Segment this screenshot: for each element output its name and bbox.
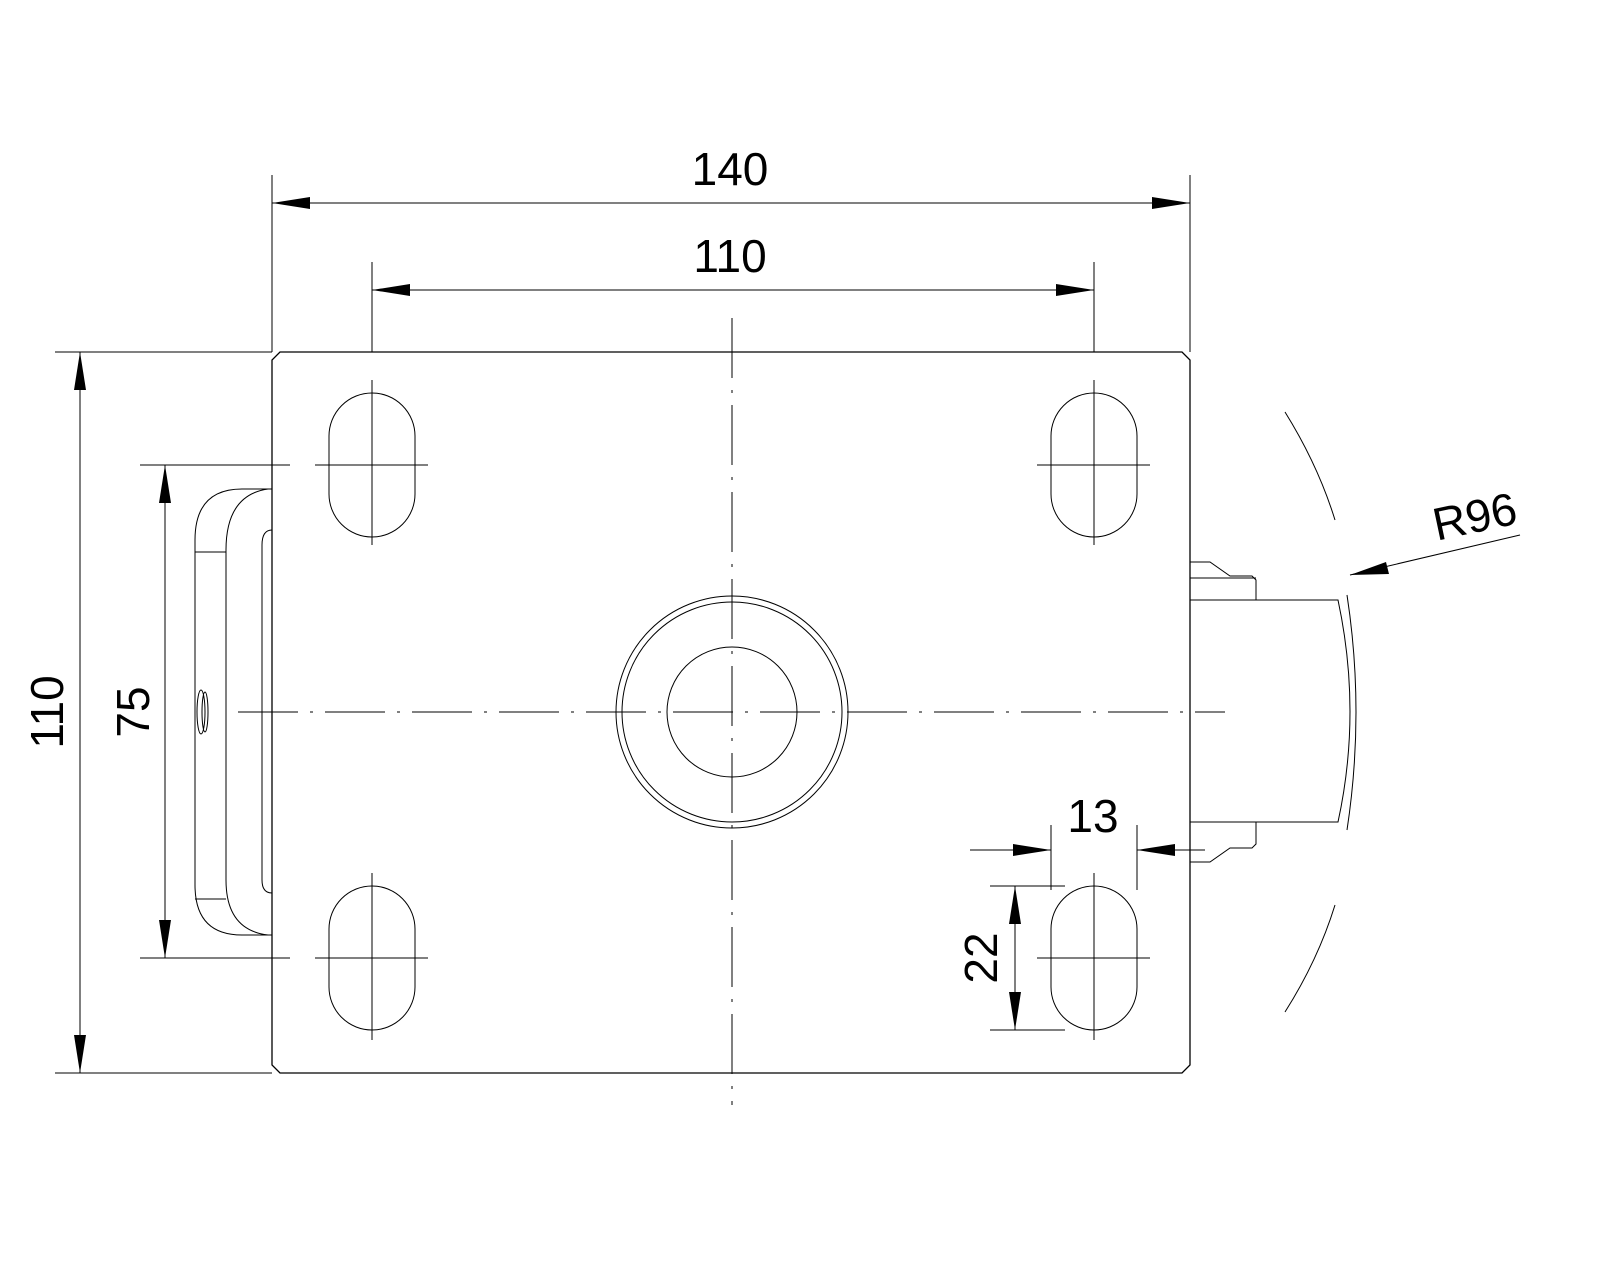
dimension-label: 22	[955, 932, 1007, 983]
mounting-slots	[315, 380, 1150, 1040]
dimension-r96: R96	[1349, 482, 1521, 576]
top-plate	[271, 351, 1191, 1074]
kingpin-bore	[615, 595, 849, 829]
dimension-110-vertical: 110	[21, 351, 272, 1074]
dimension-label: 110	[21, 675, 73, 748]
dimension-13: 13	[970, 790, 1205, 890]
dimension-140: 140	[271, 143, 1191, 352]
side-bracket	[194, 488, 273, 936]
dimension-label: 140	[692, 143, 769, 195]
dimension-label: 75	[107, 686, 159, 737]
dimension-22: 22	[955, 885, 1065, 1031]
dimension-75: 75	[107, 464, 290, 959]
dimension-label: R96	[1428, 482, 1521, 550]
dimension-label: 13	[1067, 790, 1118, 842]
wheel-assembly	[1190, 411, 1357, 1013]
dimension-110-horizontal: 110	[371, 230, 1095, 352]
dimension-label: 110	[693, 230, 766, 282]
